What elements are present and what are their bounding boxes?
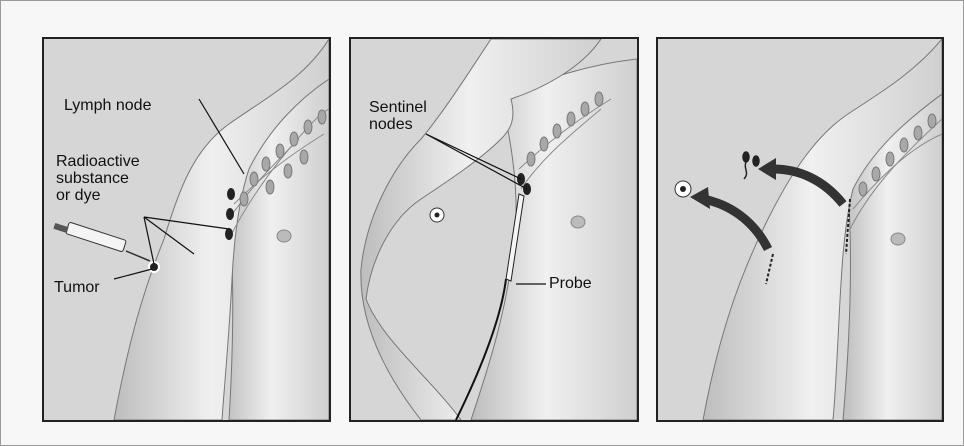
tumor-label: Tumor — [54, 279, 100, 296]
probe-label: Probe — [549, 275, 592, 292]
removal-illustration — [658, 39, 942, 420]
radioactive-dye-label: Radioactive substance or dye — [56, 153, 140, 204]
panel-removal — [656, 37, 944, 422]
lymph-node-label: Lymph node — [64, 97, 151, 114]
nipple — [891, 233, 905, 245]
nipple — [277, 230, 291, 242]
probe-illustration — [351, 39, 637, 420]
sentinel-nodes-label: Sentinel nodes — [369, 99, 427, 133]
panel-injection: Lymph node Radioactive substance or dye … — [42, 37, 331, 422]
syringe-icon — [53, 222, 150, 261]
panel-probe: Sentinel nodes Probe — [349, 37, 639, 422]
removed-nodes — [743, 152, 759, 179]
nipple — [571, 216, 585, 228]
